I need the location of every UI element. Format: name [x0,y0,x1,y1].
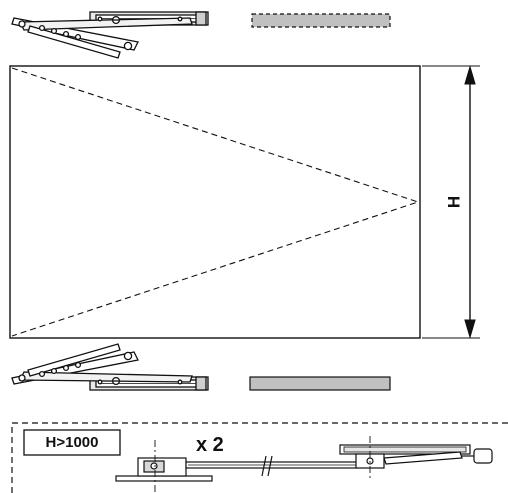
bottom-marker-bar [249,376,391,391]
height-dimension [422,65,480,339]
quantity-label: x 2 [196,434,224,456]
opening-indicator [11,67,420,337]
height-label: H [444,196,463,208]
center-lines [154,436,371,493]
top-marker-bar [251,13,391,28]
condition-label: H>1000 [46,434,99,451]
condition-box [11,422,508,493]
bottom-hinge-icon [11,343,209,391]
top-hinge-icon [11,11,209,59]
condition-label-box [23,429,121,456]
sash-frame [9,65,421,339]
restrictor-icon [115,444,493,482]
